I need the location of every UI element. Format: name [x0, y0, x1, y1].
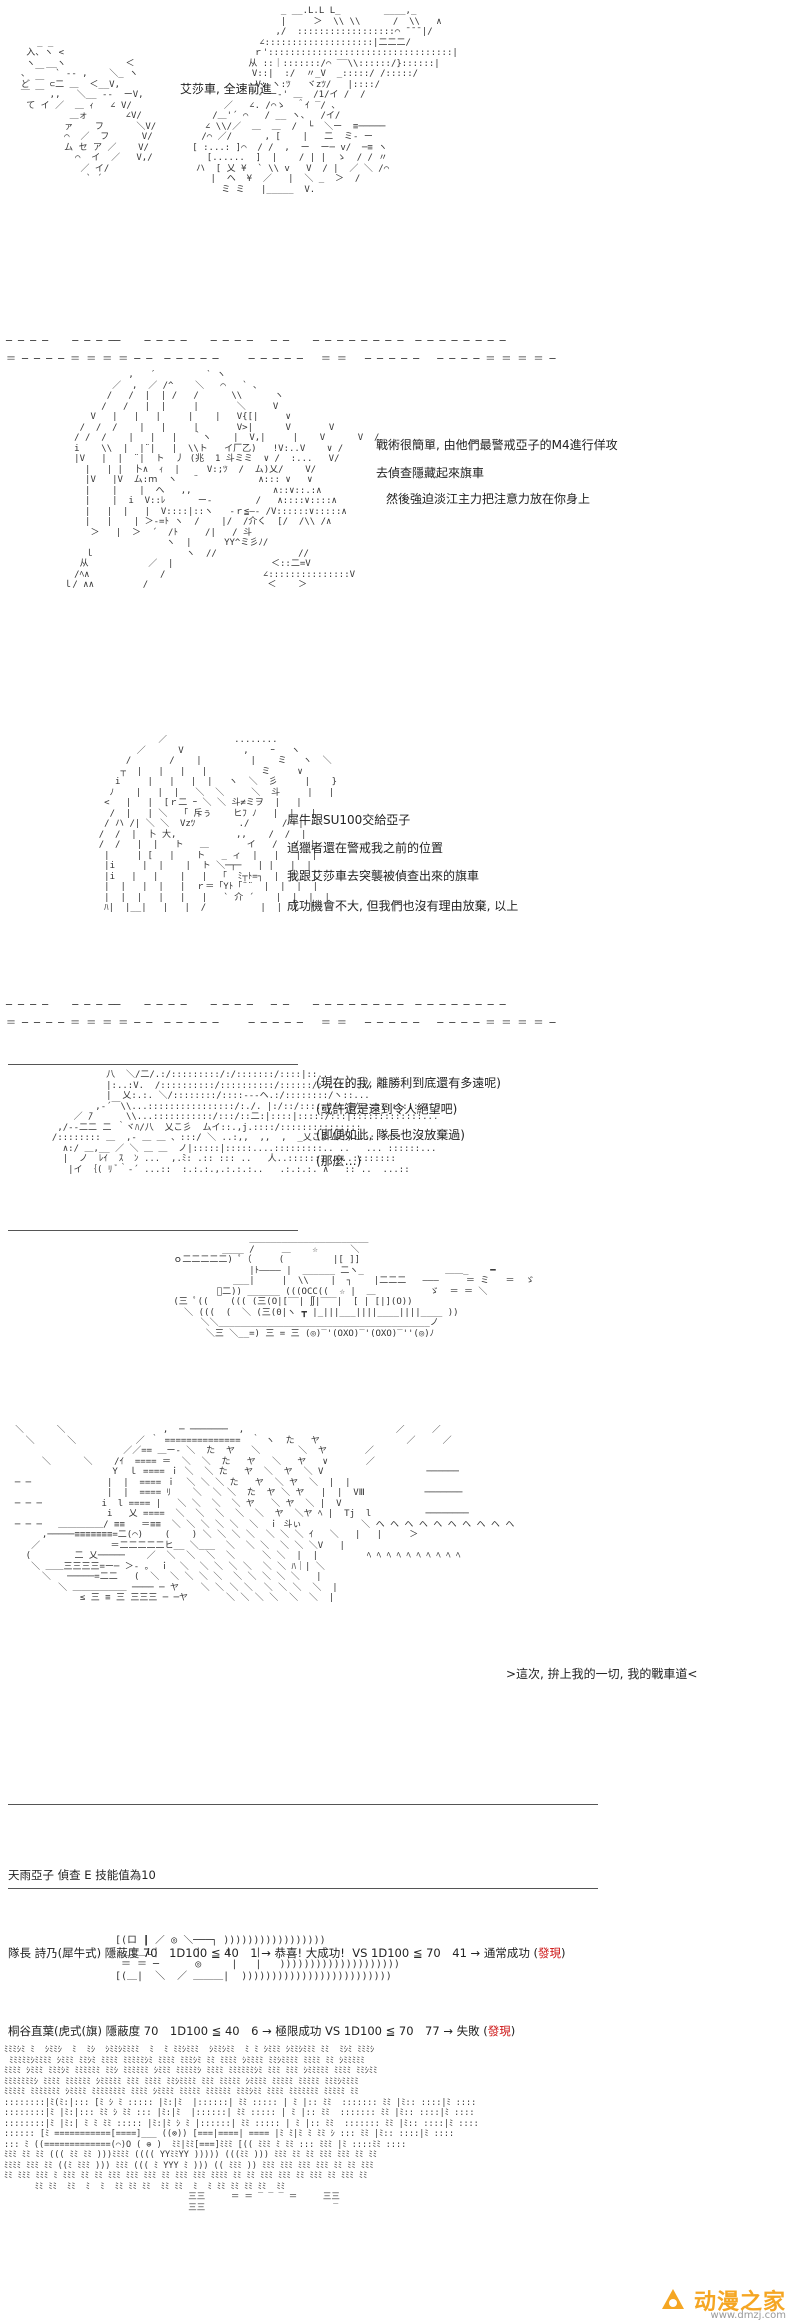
dialogue-scene2-0: 戰術很簡單, 由他們最警戒亞子的M4進行佯攻	[376, 438, 618, 452]
roll-line-2: 桐谷直葉(虎式(旗) 隱蔽度 70 1D100 ≦ 40 6 → 極限成功 VS…	[8, 2018, 565, 2044]
ascii-art-tiger-tank: ______________________ ____ / ＿ ☆ ＼ ｏ二二二…	[173, 1234, 535, 1339]
ascii-art-tanks: _ __.L.L L_ ____,_ | ＞ \\ \\ / \\ ∧ ,/ :…	[20, 6, 458, 195]
ascii-art-girl-2: ／ ￣ ￣ ........ ／ V , ｰ ヽ / / | | ミ ヽ ＼ ┬…	[98, 735, 338, 913]
dialogue-scene3-0: 犀牛跟SU100交給亞子	[287, 813, 411, 827]
dialogue-scene3-3: 成功機會不大, 但我們也沒有理由放棄, 以上	[287, 899, 519, 913]
scene-7: [(ロ ┃ ／ ◎ ＼───┐ ))))))))))))))))) ＿|＿L| …	[0, 1935, 800, 2015]
scene-4: 八 ＼/二/.:/:::::::::/:/:::::::/::::|::... …	[0, 1066, 800, 1226]
ascii-art-girl-1: , ´ ￣ ￣ ` ヽ ／ , ／ /^ ＼ ⌒ ` 、 / / | | / /…	[63, 370, 380, 590]
ascii-art-explosion: ﾐﾐﾐｼﾐ ﾐ ｼﾐﾐｼ ﾐ ﾐｼ ｼﾐﾐｼﾐﾐﾐﾐ ﾐ ﾐ ﾐﾐｼﾐﾐﾐ ｼﾐ…	[4, 2045, 479, 2213]
roll-line-1-result: 發現	[537, 1946, 561, 1960]
roll-line-1-text: 隊長 詩乃(犀牛式) 隱蔽度 70 1D100 ≦ 40 1 → 恭喜! 大成功…	[8, 1946, 538, 1960]
caption-scene6: >這次, 拚上我的一切, 我的戰車道<	[506, 1667, 698, 1681]
scene4-bottom-rule	[8, 1230, 298, 1231]
site-logo: 动漫之家 www.dmzj.com	[658, 2284, 786, 2321]
monologue-3: (那麼…)	[316, 1154, 362, 1168]
scene-1: _ __.L.L L_ ____,_ | ＞ \\ \\ / \\ ∧ ,/ :…	[0, 0, 800, 330]
roll-line-1: 隊長 詩乃(犀牛式) 隱蔽度 70 1D100 ≦ 40 1 → 恭喜! 大成功…	[8, 1940, 565, 1966]
monologue-2: (即便如此, 隊長也沒放棄過)	[316, 1128, 465, 1142]
dice-rolls: 天雨亞子 偵查 E 技能值為10 隊長 詩乃(犀牛式) 隱蔽度 70 1D100…	[8, 1810, 565, 2070]
scene-8: ﾐﾐﾐｼﾐ ﾐ ｼﾐﾐｼ ﾐ ﾐｼ ｼﾐﾐｼﾐﾐﾐﾐ ﾐ ﾐ ﾐﾐｼﾐﾐﾐ ｼﾐ…	[0, 2045, 800, 2315]
divider: ─ ─ ─ ─ ─ ─ ─ ── ─ ─ ─ ─ ─ ─ ─ ─ ─ ─ ─ ─…	[6, 336, 506, 347]
divider: ─ ─ ─ ─ ─ ─ ─ ── ─ ─ ─ ─ ─ ─ ─ ─ ─ ─ ─ ─…	[6, 1000, 506, 1011]
rolls-bottom-rule	[8, 1888, 598, 1889]
scene-5: ______________________ ____ / ＿ ☆ ＼ ｏ二二二…	[0, 1234, 800, 1404]
dialogue-scene3-2: 我跟艾莎車去突襲被偵查出來的旗車	[287, 869, 480, 883]
scene-3: ／ ￣ ￣ ........ ／ V , ｰ ヽ / / | | ミ ヽ ＼ ┬…	[0, 735, 800, 990]
brand-url: www.dmzj.com	[710, 2310, 786, 2321]
monologue-1: (或許還是遠到令人絕望吧)	[316, 1102, 458, 1116]
roll-line-2-text: 桐谷直葉(虎式(旗) 隱蔽度 70 1D100 ≦ 40 6 → 極限成功 VS…	[8, 2024, 488, 2038]
ascii-art-closeup: 八 ＼/二/.:/:::::::::/:/:::::::/::::|::... …	[51, 1070, 439, 1175]
dialogue-scene2-2: 然後強迫淡江主力把注意力放在你身上	[386, 492, 591, 506]
roll-line-2-end: )	[510, 2024, 516, 2038]
roll-header: 天雨亞子 偵查 E 技能值為10	[8, 1868, 156, 1882]
divider: ＝ ─ ─ ─ ─ ＝ ＝ ＝ ＝ ─ ─ ─ ─ ─ ─ ─ ─ ─ ─ ─ …	[6, 354, 556, 365]
caption-scene1: 艾莎車, 全速前進	[180, 82, 272, 96]
scene-6: ＼ ＼ , ─ ─────── , ／ ／ ＼ ＼ ／ ｀ ==========…	[0, 1425, 800, 1795]
scene4-top-rule	[8, 1064, 298, 1065]
ascii-art-battle: ＼ ＼ , ─ ─────── , ／ ／ ＼ ＼ ／ ｀ ==========…	[14, 1425, 515, 1603]
brand-name: 动漫之家	[693, 2290, 786, 2315]
ascii-art-gun-barrel: [(ロ ┃ ／ ◎ ＼───┐ ))))))))))))))))) ＿|＿L| …	[115, 1935, 400, 1982]
divider: ＝ ─ ─ ─ ─ ＝ ＝ ＝ ＝ ─ ─ ─ ─ ─ ─ ─ ─ ─ ─ ─ …	[6, 1018, 556, 1029]
rolls-top-rule	[8, 1804, 598, 1805]
brand-logo-icon	[661, 2289, 684, 2309]
scene-2: , ´ ￣ ￣ ` ヽ ／ , ／ /^ ＼ ⌒ ` 、 / / | | / /…	[0, 370, 800, 700]
dialogue-scene2-1: 去偵查隱藏起來旗車	[376, 466, 485, 480]
roll-line-1-end: )	[560, 1946, 566, 1960]
dialogue-scene3-1: 追獵者還在警戒我之前的位置	[287, 841, 444, 855]
roll-line-2-result: 發現	[487, 2024, 511, 2038]
monologue-0: (現在的我, 離勝利到底還有多遠呢)	[316, 1076, 501, 1090]
